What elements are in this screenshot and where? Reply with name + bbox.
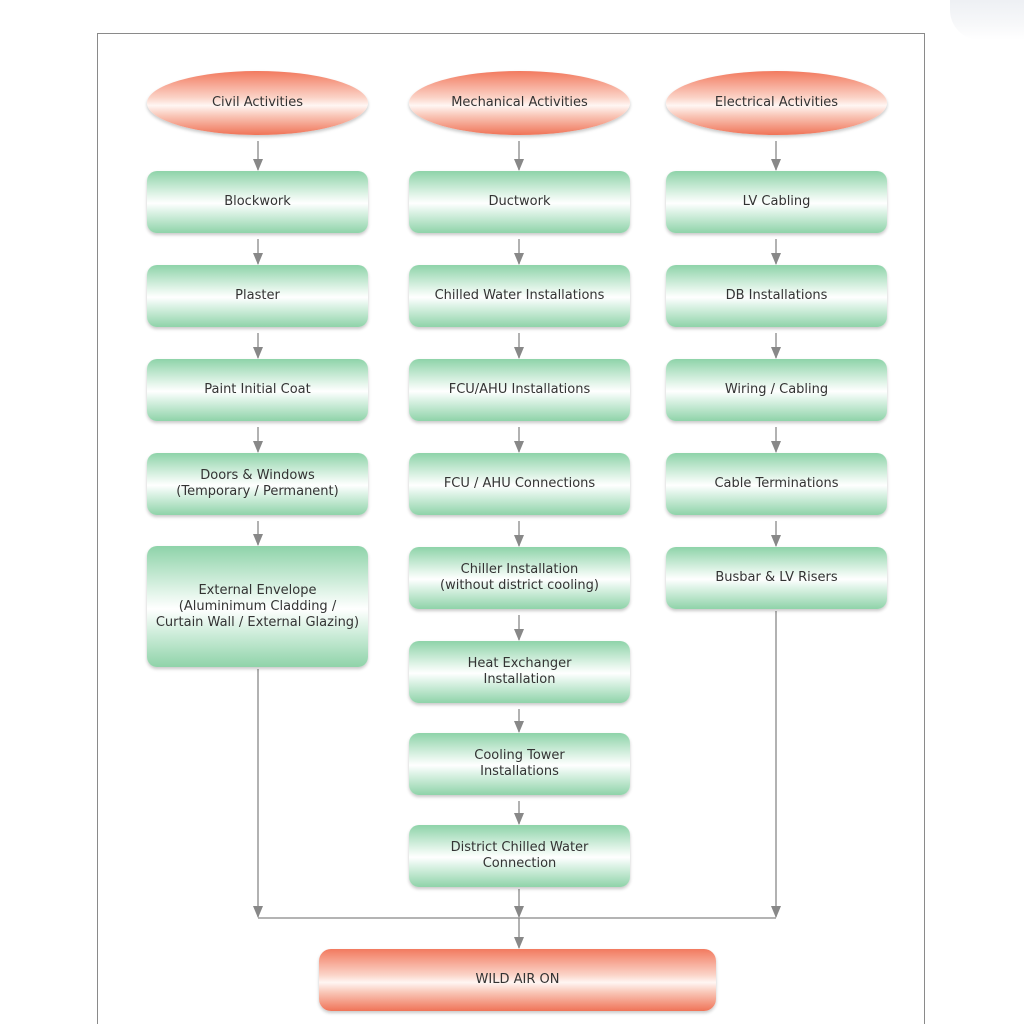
civil-activities-header: Civil Activities <box>147 71 368 135</box>
civil-step-plaster: Plaster <box>147 265 368 327</box>
diagram-frame <box>97 33 925 1024</box>
elec-step-lv-cabling: LV Cabling <box>666 171 887 233</box>
electrical-activities-header: Electrical Activities <box>666 71 887 135</box>
elec-step-busbar-lv-risers: Busbar & LV Risers <box>666 547 887 609</box>
corner-shade <box>950 0 1024 40</box>
mech-step-cooling-tower: Cooling Tower Installations <box>409 733 630 795</box>
mech-step-fcu-ahu-installations: FCU/AHU Installations <box>409 359 630 421</box>
mech-step-ductwork: Ductwork <box>409 171 630 233</box>
civil-step-paint-initial-coat: Paint Initial Coat <box>147 359 368 421</box>
elec-step-db-installations: DB Installations <box>666 265 887 327</box>
mech-step-chilled-water: Chilled Water Installations <box>409 265 630 327</box>
elec-step-wiring-cabling: Wiring / Cabling <box>666 359 887 421</box>
civil-step-doors-windows: Doors & Windows (Temporary / Permanent) <box>147 453 368 515</box>
civil-step-external-envelope: External Envelope (Aluminimum Cladding /… <box>147 546 368 667</box>
mech-step-heat-exchanger: Heat Exchanger Installation <box>409 641 630 703</box>
civil-step-blockwork: Blockwork <box>147 171 368 233</box>
final-wild-air-on: WILD AIR ON <box>319 949 716 1011</box>
elec-step-cable-terminations: Cable Terminations <box>666 453 887 515</box>
mech-step-chiller-installation: Chiller Installation (without district c… <box>409 547 630 609</box>
mechanical-activities-header: Mechanical Activities <box>409 71 630 135</box>
mech-step-district-chilled-water: District Chilled Water Connection <box>409 825 630 887</box>
mech-step-fcu-ahu-connections: FCU / AHU Connections <box>409 453 630 515</box>
